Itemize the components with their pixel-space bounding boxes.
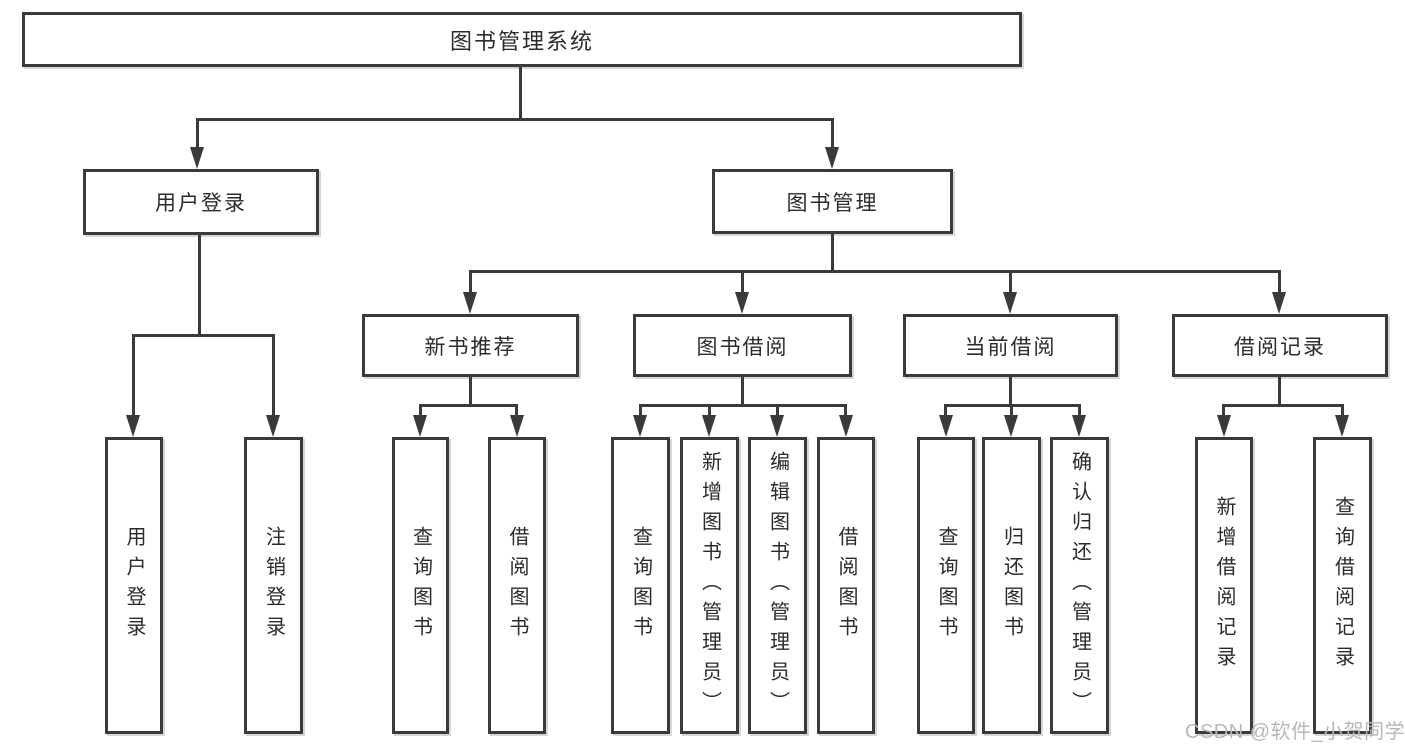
node-book-management: 图书管理 — [712, 169, 953, 234]
node-label: 图书管理系统 — [449, 28, 594, 54]
connector-line — [831, 234, 834, 272]
node-query-borrow-record: 查询借阅记录 — [1313, 437, 1372, 734]
arrowhead-down-icon — [633, 415, 647, 437]
connector-line — [515, 404, 518, 416]
connector-line — [741, 377, 744, 406]
node-label: 查询图书 — [409, 525, 432, 646]
arrowhead-down-icon — [510, 415, 524, 437]
arrowhead-down-icon — [463, 292, 477, 314]
node-label: 图书管理 — [786, 191, 879, 215]
node-return-books: 归还图书 — [982, 437, 1041, 734]
node-label: 查询图书 — [935, 525, 957, 646]
node-label: 注销登录 — [262, 525, 285, 646]
connector-line — [419, 404, 422, 416]
node-query-books-current: 查询图书 — [917, 437, 975, 734]
node-new-book-recommend: 新书推荐 — [362, 314, 579, 377]
node-label: 当前借阅 — [964, 335, 1057, 359]
node-logout: 注销登录 — [244, 437, 303, 734]
node-label: 图书借阅 — [696, 335, 789, 359]
node-query-books-borrow: 查询图书 — [611, 437, 670, 734]
arrowhead-down-icon — [266, 415, 280, 437]
node-borrow-books-recommend: 借阅图书 — [488, 437, 546, 734]
connector-line — [1078, 404, 1081, 416]
connector-line — [639, 404, 642, 416]
node-label: 新增借阅记录 — [1213, 495, 1235, 676]
arrowhead-down-icon — [126, 415, 140, 437]
arrowhead-down-icon — [939, 415, 953, 437]
arrowhead-down-icon — [825, 147, 839, 169]
connector-line — [132, 334, 275, 337]
connector-line — [944, 404, 947, 416]
node-label: 确认归还（管理员） — [1068, 450, 1091, 721]
node-label: 用户登录 — [155, 192, 247, 215]
node-borrow-books: 借阅图书 — [817, 437, 875, 734]
node-user-login-leaf: 用户登录 — [105, 437, 163, 734]
node-label: 借阅图书 — [506, 525, 528, 646]
connector-line — [469, 377, 472, 406]
node-add-book-admin: 新增图书（管理员） — [680, 437, 739, 734]
arrowhead-down-icon — [770, 415, 784, 437]
arrowhead-down-icon — [190, 147, 204, 169]
arrowhead-down-icon — [413, 415, 427, 437]
connector-line — [741, 270, 744, 293]
arrowhead-down-icon — [1272, 292, 1286, 314]
arrowhead-down-icon — [1003, 292, 1017, 314]
node-user-login: 用户登录 — [83, 169, 319, 235]
node-label: 新书推荐 — [424, 335, 517, 359]
arrowhead-down-icon — [1335, 415, 1349, 437]
node-add-borrow-record: 新增借阅记录 — [1195, 437, 1253, 734]
node-confirm-return-admin: 确认归还（管理员） — [1050, 437, 1109, 734]
connector-line — [1222, 404, 1344, 407]
node-label: 用户登录 — [123, 525, 145, 646]
csdn-watermark: CSDN @软件_小贺同学 — [1185, 721, 1405, 743]
arrowhead-down-icon — [1072, 415, 1086, 437]
node-label: 编辑图书（管理员） — [766, 450, 789, 721]
connector-line — [1341, 404, 1344, 416]
connector-line — [519, 67, 522, 120]
node-edit-book-admin: 编辑图书（管理员） — [748, 437, 807, 734]
node-book-borrow: 图书借阅 — [633, 314, 852, 377]
connector-line — [1222, 404, 1225, 416]
node-label: 借阅图书 — [835, 525, 857, 646]
connector-line — [1278, 270, 1281, 293]
node-query-books-recommend: 查询图书 — [392, 437, 449, 734]
node-label: 查询图书 — [629, 525, 652, 646]
node-label: 新增图书（管理员） — [698, 450, 721, 721]
connector-line — [776, 404, 779, 416]
connector-line — [196, 118, 199, 148]
connector-line — [469, 270, 1281, 273]
arrowhead-down-icon — [839, 415, 853, 437]
node-label: 查询借阅记录 — [1331, 495, 1354, 676]
connector-line — [196, 118, 834, 121]
node-library-system: 图书管理系统 — [22, 12, 1022, 67]
connector-line — [1010, 404, 1013, 416]
connector-line — [198, 234, 201, 337]
connector-line — [272, 334, 275, 417]
arrowhead-down-icon — [1217, 415, 1231, 437]
connector-line — [844, 404, 847, 416]
arrowhead-down-icon — [735, 292, 749, 314]
node-current-borrow: 当前借阅 — [903, 314, 1118, 377]
connector-line — [132, 334, 135, 417]
node-label: 归还图书 — [1000, 525, 1023, 646]
arrowhead-down-icon — [702, 415, 716, 437]
connector-line — [639, 404, 847, 407]
arrowhead-down-icon — [1004, 415, 1018, 437]
node-borrow-records: 借阅记录 — [1172, 314, 1388, 377]
connector-line — [831, 118, 834, 148]
connector-line — [419, 404, 518, 407]
connector-line — [708, 404, 711, 416]
node-label: 借阅记录 — [1234, 335, 1326, 359]
connector-line — [469, 270, 472, 293]
connector-line — [1009, 270, 1012, 293]
connector-line — [1278, 377, 1281, 406]
connector-line — [1009, 377, 1012, 406]
